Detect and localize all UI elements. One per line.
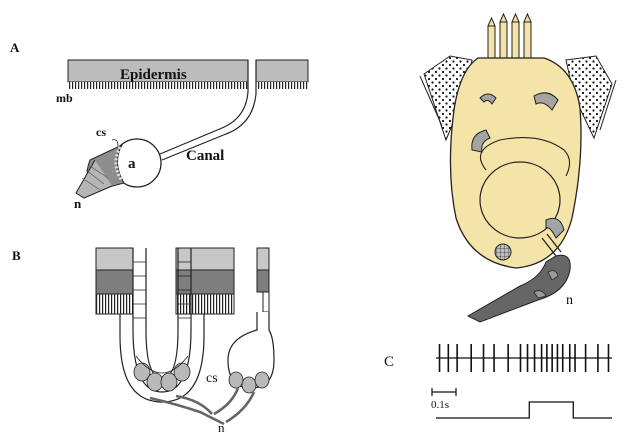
epidermis-block-3-base [263,292,269,312]
u-receptor-cells [134,363,190,391]
cs-label-b: cs [206,371,218,386]
u-ampulla-lumen [146,248,178,378]
nerve-label-right: n [566,293,573,308]
panel-b: B c [12,248,274,434]
nerve-label-b: n [218,420,225,434]
epidermis-block-3-dark [257,270,269,292]
membrane-basal-left [68,82,248,89]
epidermis-layer-right [256,60,308,82]
epidermis-block-1-dark [96,270,133,294]
panel-receptor-cell: n [420,14,616,322]
scale-bar-label: 0.1s [431,399,449,411]
nerve-branches-b [150,388,254,424]
cilia [488,14,531,58]
cs-pointer-a [112,140,118,146]
nerve-label-a: n [74,196,82,211]
cs-label-a: cs [96,125,106,139]
epidermis-label: Epidermis [120,67,187,83]
panel-a-label: A [10,40,20,55]
mb-label: mb [56,91,73,105]
epidermis-block-2 [176,248,234,270]
canal-label: Canal [186,148,224,164]
panel-a: A Epidermis mb a cs Canal n [10,40,308,211]
epidermis-block-3 [257,248,269,270]
panel-c: C 0.1s [384,344,612,418]
stimulus-trace [436,402,612,418]
membrane-basal-right [256,82,308,89]
synaptic-ribbon [495,244,511,260]
epidermis-block-1-base [96,294,133,314]
ampulla-label: a [128,156,136,172]
panel-c-label: C [384,354,394,370]
epidermis-block-1 [96,248,133,270]
panel-b-label: B [12,248,21,263]
